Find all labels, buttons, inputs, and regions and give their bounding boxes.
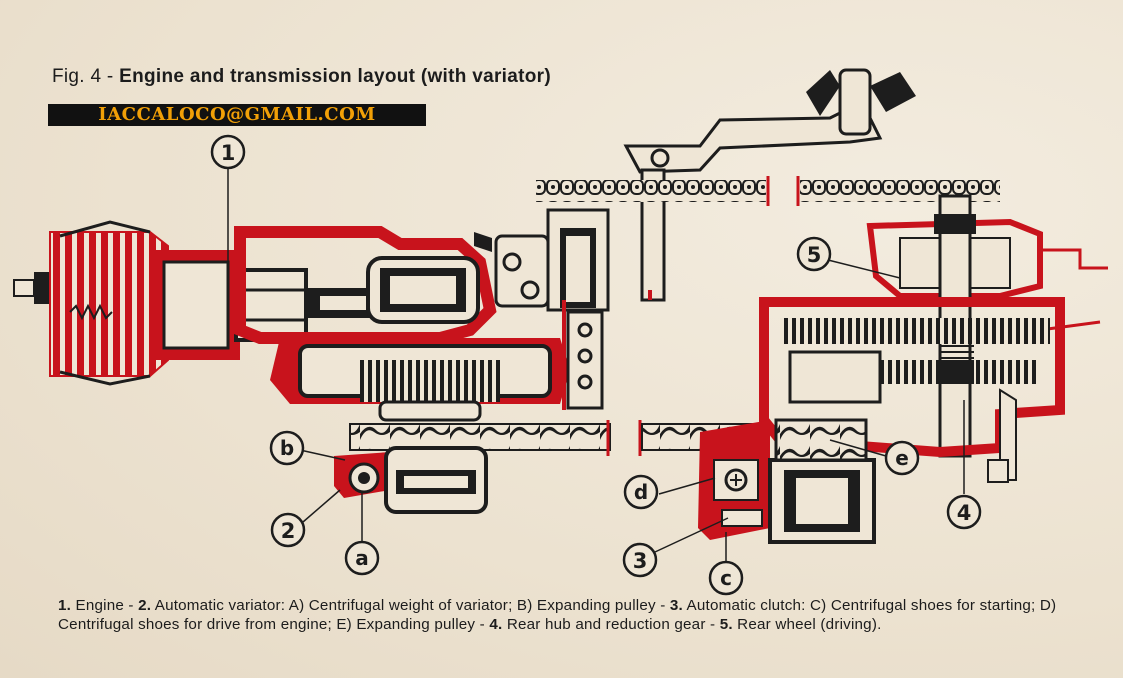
caption-item-3-text: Automatic clutch: C) Centrifugal shoes f… bbox=[58, 597, 1057, 633]
watermark-email: IACCALOCO@GMAIL.COM bbox=[48, 104, 426, 126]
callout-1: 1 bbox=[210, 134, 246, 170]
callout-c: c bbox=[708, 560, 744, 596]
callout-4: 4 bbox=[946, 494, 982, 530]
drive-chain bbox=[536, 176, 1000, 206]
caption-item-2-number: 2. bbox=[138, 597, 152, 614]
callout-a: a bbox=[344, 540, 380, 576]
air-filter bbox=[562, 300, 604, 410]
engine-assembly bbox=[13, 208, 610, 422]
callout-d: d bbox=[623, 474, 659, 510]
caption-item-1-text: Engine - bbox=[71, 597, 139, 614]
caption-item-5-number: 5. bbox=[719, 616, 733, 633]
callout-2-label: 2 bbox=[281, 519, 296, 543]
callout-3-label: 3 bbox=[633, 549, 648, 573]
caption-item-3-number: 3. bbox=[669, 597, 683, 614]
callout-2: 2 bbox=[270, 512, 306, 548]
callout-b: b bbox=[269, 430, 305, 466]
caption-item-5-text: Rear wheel (driving). bbox=[732, 616, 882, 633]
caption-item-4-text: Rear hub and reduction gear - bbox=[502, 616, 720, 633]
callout-3: 3 bbox=[622, 542, 658, 578]
figure-title-text: Engine and transmission layout (with var… bbox=[119, 66, 551, 87]
caption-item-1-number: 1. bbox=[58, 597, 72, 614]
callout-a-label: a bbox=[355, 546, 369, 570]
callout-d-label: d bbox=[634, 480, 648, 504]
carburettor bbox=[474, 208, 610, 312]
callout-5: 5 bbox=[796, 236, 832, 272]
callout-c-label: c bbox=[720, 566, 732, 590]
variator bbox=[334, 446, 488, 514]
caption-item-2-text: Automatic variator: A) Centrifugal weigh… bbox=[151, 597, 670, 614]
flywheel bbox=[366, 256, 480, 324]
figure-number: Fig. 4 - bbox=[52, 66, 120, 87]
figure-caption: 1. Engine - 2. Automatic variator: A) Ce… bbox=[58, 596, 1088, 634]
callout-1-label: 1 bbox=[221, 141, 236, 165]
callout-5-label: 5 bbox=[807, 243, 822, 267]
callout-e: e bbox=[884, 440, 920, 476]
caption-item-4-number: 4. bbox=[489, 616, 503, 633]
pedal-crank bbox=[623, 68, 916, 302]
callout-b-label: b bbox=[280, 436, 294, 460]
callout-leaders bbox=[227, 168, 965, 566]
crank-gear bbox=[360, 360, 500, 422]
callout-4-label: 4 bbox=[957, 501, 972, 525]
automatic-clutch bbox=[698, 418, 876, 544]
rear-hub bbox=[759, 194, 1108, 483]
callout-e-label: e bbox=[895, 446, 909, 470]
figure-title: Fig. 4 - Engine and transmission layout … bbox=[52, 66, 551, 88]
